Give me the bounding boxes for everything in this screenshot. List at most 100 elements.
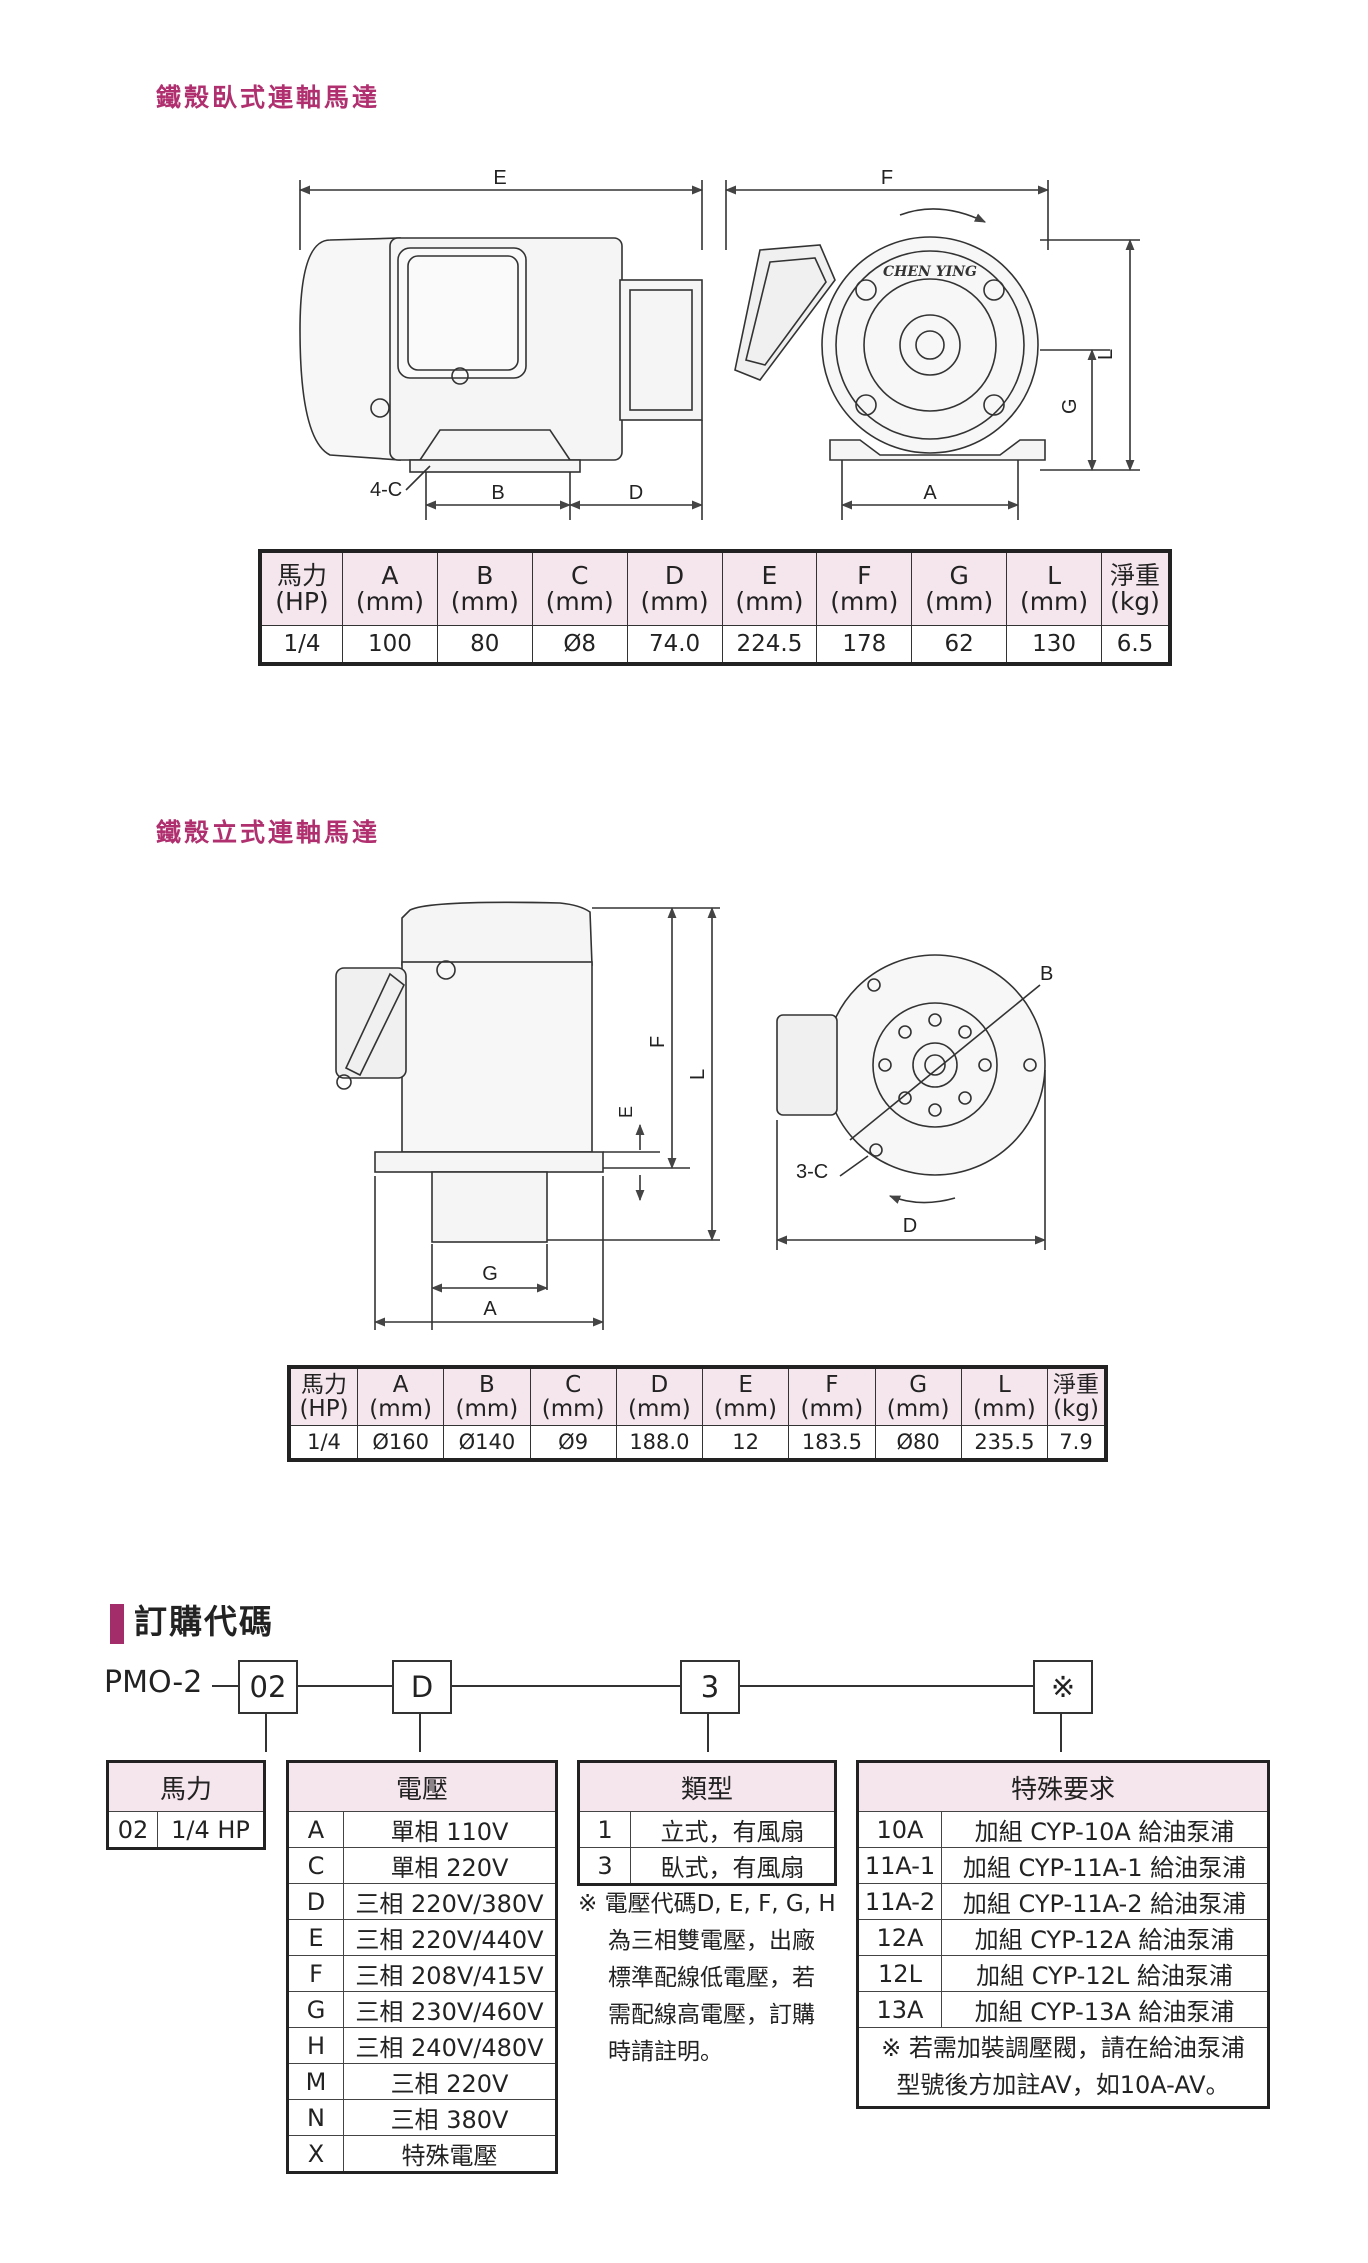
table-cell: 3 bbox=[578, 1847, 631, 1885]
table-cell: Ø140 bbox=[443, 1425, 531, 1461]
header-top: C bbox=[565, 1371, 582, 1398]
vertical-motor-drawing: F L E G A B 3-C D bbox=[335, 901, 1053, 1330]
header-top: F bbox=[857, 560, 872, 590]
table-cell: 加組 CYP-11A-2 給油泵浦 bbox=[941, 1883, 1269, 1920]
table-cell: Ø80 bbox=[874, 1425, 962, 1461]
table-cell: H bbox=[287, 2027, 344, 2064]
table-header: 馬力 bbox=[107, 1761, 265, 1812]
table-cell: Ø9 bbox=[529, 1425, 617, 1461]
header-bottom: (mm) bbox=[355, 587, 425, 616]
header-top: 馬力 bbox=[276, 560, 327, 590]
table-cell: C bbox=[287, 1847, 344, 1884]
special-note-cell: ※ 若需加裝調壓閥，請在給油泵浦 型號後方加註AV，如10A-AV。 bbox=[857, 2027, 1269, 2108]
header-bottom: (mm) bbox=[972, 1396, 1036, 1422]
table-cell: 130 bbox=[1006, 625, 1102, 665]
note-line: ※ 若需加裝調壓閥，請在給油泵浦 bbox=[881, 2034, 1245, 2062]
table-cell: 臥式，有風扇 bbox=[630, 1847, 836, 1885]
table-row: 1/4 Ø160 Ø140 Ø9 188.0 12 183.5 Ø80 235.… bbox=[288, 1425, 1107, 1461]
note-line: 型號後方加註AV，如10A-AV。 bbox=[896, 2071, 1230, 2099]
horsepower-table: 馬力 02 1/4 HP bbox=[106, 1760, 266, 1850]
table-header-row: 馬力(HP) A(mm) B(mm) C(mm) D(mm) E(mm) F(m… bbox=[288, 1366, 1107, 1426]
header-cell: D(mm) bbox=[626, 550, 723, 626]
header-bottom: (mm) bbox=[1019, 587, 1089, 616]
table-cell: 183.5 bbox=[788, 1425, 876, 1461]
table-cell: 1/4 bbox=[259, 625, 343, 665]
header-top: G bbox=[909, 1371, 928, 1398]
code-box-voltage: D bbox=[392, 1660, 452, 1714]
table-header-row: 馬力 bbox=[107, 1761, 265, 1812]
table-cell: 12 bbox=[701, 1425, 790, 1461]
header-top: L bbox=[1047, 560, 1062, 590]
table-cell: 12A bbox=[857, 1919, 942, 1956]
header-cell: L(mm) bbox=[960, 1366, 1049, 1426]
header-bottom: (mm) bbox=[800, 1396, 864, 1422]
table-cell: 13A bbox=[857, 1991, 942, 2028]
dim-label-g: G bbox=[482, 1263, 498, 1285]
header-cell: A(mm) bbox=[356, 1366, 445, 1426]
table-cell: 74.0 bbox=[626, 625, 723, 665]
header-top: D bbox=[650, 1371, 669, 1398]
drop-line bbox=[419, 1714, 421, 1752]
header-cell: G(mm) bbox=[911, 550, 1008, 626]
header-cell: A(mm) bbox=[342, 550, 438, 626]
table-cell: 235.5 bbox=[960, 1425, 1049, 1461]
header-cell: 淨重(kg) bbox=[1101, 550, 1171, 626]
dim-label-d: D bbox=[903, 1215, 917, 1237]
table-cell: 02 bbox=[107, 1811, 158, 1849]
table-cell: F bbox=[287, 1955, 344, 1992]
header-top: B bbox=[476, 560, 494, 590]
header-cell: E(mm) bbox=[701, 1366, 790, 1426]
table-cell: N bbox=[287, 2099, 344, 2136]
dim-label-b: B bbox=[1040, 963, 1053, 985]
brand-label: CHEN YING bbox=[883, 264, 977, 280]
header-top: L bbox=[997, 1371, 1011, 1398]
header-top: A bbox=[381, 560, 399, 590]
header-cell: F(mm) bbox=[788, 1366, 876, 1426]
table-cell: 加組 CYP-11A-1 給油泵浦 bbox=[941, 1847, 1269, 1884]
dim-label-f: F bbox=[881, 167, 893, 189]
header-bottom: (mm) bbox=[640, 587, 709, 616]
dim-label-f: F bbox=[647, 1036, 669, 1048]
heading-accent-bar bbox=[110, 1603, 124, 1644]
header-bottom: (mm) bbox=[714, 1396, 777, 1422]
table-cell: 三相 380V bbox=[343, 2099, 557, 2136]
code-box-special: ※ bbox=[1033, 1660, 1093, 1714]
header-bottom: (mm) bbox=[369, 1396, 432, 1422]
header-top: 淨重 bbox=[1053, 1371, 1099, 1398]
order-code-title: 訂購代碼 bbox=[134, 1602, 274, 1641]
note-line: ※ 電壓代碼D, E, F, G, H bbox=[578, 1891, 836, 1917]
header-top: 馬力 bbox=[301, 1371, 347, 1398]
order-code-heading: 訂購代碼 bbox=[110, 1595, 274, 1644]
header-bottom: (mm) bbox=[735, 587, 804, 616]
drop-line bbox=[1060, 1714, 1062, 1752]
header-top: G bbox=[949, 560, 969, 590]
horizontal-motor-drawing: E F 4-C B D A L G CHEN YING bbox=[298, 167, 1140, 520]
table-cell: 62 bbox=[911, 625, 1008, 665]
table-cell: Ø8 bbox=[531, 625, 628, 665]
connector-line bbox=[212, 1685, 238, 1687]
table-cell: 加組 CYP-12A 給油泵浦 bbox=[941, 1919, 1269, 1956]
connector-line bbox=[298, 1685, 392, 1687]
header-cell: 馬力(HP) bbox=[259, 550, 343, 626]
header-bottom: (mm) bbox=[450, 587, 519, 616]
table-cell: M bbox=[287, 2063, 344, 2100]
header-top: E bbox=[738, 1371, 753, 1398]
table-cell: 加組 CYP-10A 給油泵浦 bbox=[941, 1811, 1269, 1848]
table-cell: 單相 110V bbox=[343, 1811, 557, 1848]
header-bottom: (kg) bbox=[1053, 1396, 1099, 1422]
table-cell: D bbox=[287, 1883, 344, 1920]
table-cell: 10A bbox=[857, 1811, 942, 1848]
table-row: 1/4 100 80 Ø8 74.0 224.5 178 62 130 6.5 bbox=[259, 625, 1171, 665]
table-cell: 7.9 bbox=[1047, 1425, 1107, 1461]
table-cell: 三相 220V/440V bbox=[343, 1919, 557, 1956]
connector-line bbox=[452, 1685, 680, 1687]
header-top: D bbox=[664, 560, 685, 590]
header-top: C bbox=[570, 560, 589, 590]
dim-label-e: E bbox=[616, 1106, 636, 1118]
